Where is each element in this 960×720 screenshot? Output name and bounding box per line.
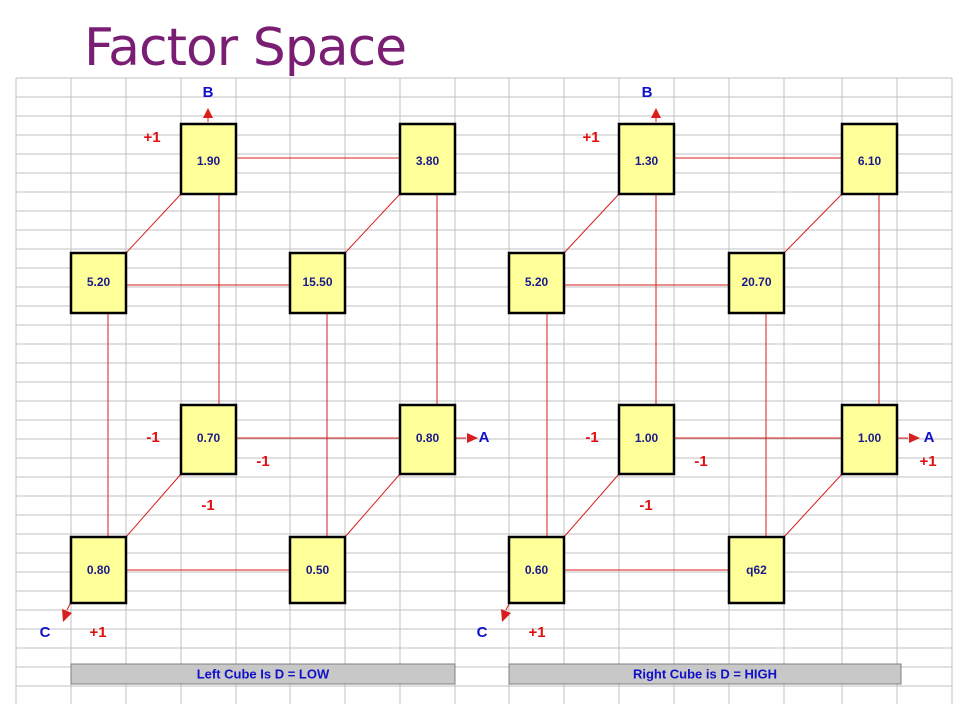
edge — [125, 473, 182, 538]
caption-bar — [508, 663, 902, 685]
node-box — [727, 535, 786, 605]
node-box — [398, 403, 457, 476]
axis-label-c: C — [477, 624, 488, 641]
node-box — [617, 403, 676, 476]
a-axis-arrowhead — [467, 433, 478, 443]
edge — [563, 473, 620, 538]
b-low-label: -1 — [585, 429, 598, 446]
node-box — [288, 251, 347, 315]
node-value: 15.50 — [302, 275, 332, 289]
axis-label-b: B — [203, 84, 214, 101]
edge — [783, 193, 843, 254]
edge — [344, 473, 401, 538]
a-low-label: -1 — [694, 453, 707, 470]
node-box — [507, 535, 566, 605]
c-low-label: -1 — [639, 497, 652, 514]
right-cube: 1.30 6.10 5.20 20.70 1.00 1.00 0.60 q62 … — [477, 84, 937, 685]
left-cube-edges — [62, 108, 478, 622]
edge — [783, 473, 843, 538]
node-box — [69, 251, 128, 315]
c-high-label: +1 — [528, 624, 545, 641]
a-high-label: +1 — [919, 453, 936, 470]
node-value: 3.80 — [416, 154, 440, 168]
node-value: 1.00 — [858, 431, 882, 445]
node-box — [398, 122, 457, 196]
node-value: 1.90 — [197, 154, 221, 168]
left-cube-caption: Left Cube Is D = LOW — [197, 666, 330, 681]
edge — [563, 193, 620, 254]
node-value: 0.50 — [306, 563, 330, 577]
caption-bar — [70, 663, 456, 685]
node-box — [288, 535, 347, 605]
edge — [344, 193, 401, 254]
node-value: q62 — [746, 563, 767, 577]
node-box — [69, 535, 128, 605]
axis-label-c: C — [40, 624, 51, 641]
c-low-label: -1 — [201, 497, 214, 514]
node-value: 5.20 — [525, 275, 549, 289]
spreadsheet-grid — [15, 77, 953, 704]
node-value: 6.10 — [858, 154, 882, 168]
left-cube: 1.90 3.80 5.20 15.50 0.70 0.80 0.80 0.50… — [40, 84, 490, 685]
node-value: 0.80 — [416, 431, 440, 445]
node-value: 5.20 — [87, 275, 111, 289]
node-value: 1.30 — [635, 154, 659, 168]
node-box — [617, 122, 676, 196]
node-box — [179, 403, 238, 476]
right-cube-edges — [501, 108, 920, 622]
axis-label-a: A — [479, 429, 490, 446]
a-axis-arrowhead — [909, 433, 920, 443]
node-value: 1.00 — [635, 431, 659, 445]
node-box — [840, 403, 899, 476]
b-axis-arrowhead — [651, 108, 661, 118]
node-box — [727, 251, 786, 315]
b-low-label: -1 — [146, 429, 159, 446]
c-axis-arrowhead — [62, 609, 72, 622]
axis-label-b: B — [642, 84, 653, 101]
page-title: Factor Space — [84, 18, 407, 78]
node-box — [507, 251, 566, 315]
node-box — [179, 122, 238, 196]
right-cube-caption: Right Cube is D = HIGH — [633, 666, 777, 681]
b-high-label: +1 — [582, 129, 599, 146]
edge — [125, 193, 182, 254]
c-axis-arrowhead — [501, 609, 511, 622]
node-value: 20.70 — [741, 275, 771, 289]
node-value: 0.70 — [197, 431, 221, 445]
node-box — [840, 122, 899, 196]
c-high-label: +1 — [89, 624, 106, 641]
node-value: 0.80 — [87, 563, 111, 577]
axis-label-a: A — [924, 429, 935, 446]
b-high-label: +1 — [143, 129, 160, 146]
node-value: 0.60 — [525, 563, 549, 577]
a-low-label: -1 — [256, 453, 269, 470]
b-axis-arrowhead — [203, 108, 213, 118]
